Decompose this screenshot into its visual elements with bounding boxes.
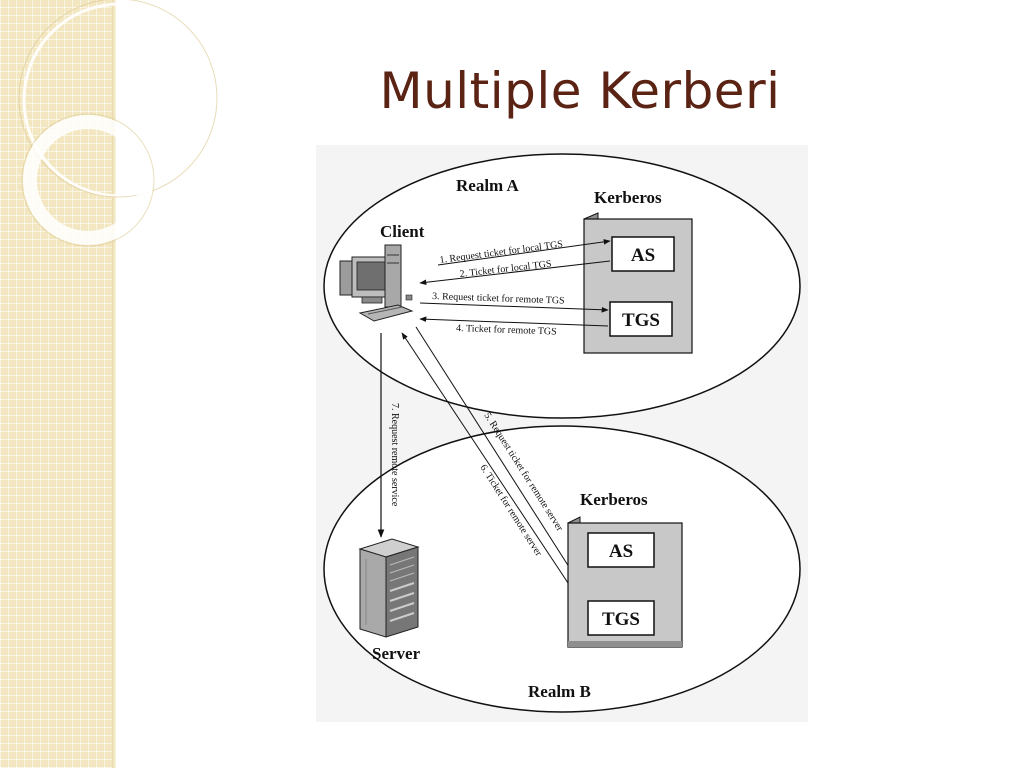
realm-a-as-label: AS	[631, 245, 655, 266]
decorative-rings	[18, 0, 218, 247]
step-4-label: 4. Ticket for remote TGS	[456, 323, 557, 338]
kerberos-diagram: Realm A Kerberos Client AS TGS 1. Reques…	[316, 145, 808, 722]
realm-b-label: Realm B	[528, 682, 591, 701]
step-2-arrow	[419, 260, 611, 286]
step-4-arrow	[419, 316, 609, 327]
realm-a-tgs-box	[609, 301, 673, 337]
client-label: Client	[380, 222, 425, 241]
step-5-arrow	[415, 326, 593, 604]
realm-a-kerberos-label: Kerberos	[594, 188, 662, 207]
realm-a-tgs-label: TGS	[622, 310, 660, 331]
server-tower-icon	[358, 538, 420, 638]
page-title: Multiple Kerberi	[379, 62, 781, 120]
realm-b-as-box	[587, 532, 655, 568]
realm-a-as-box	[611, 236, 675, 272]
client-computer-icon	[339, 244, 414, 322]
realm-b-kerberos-label: Kerberos	[580, 490, 648, 509]
step-6-arrow	[401, 332, 581, 602]
realm-b-as-label: AS	[609, 541, 633, 562]
server-label: Server	[372, 644, 421, 663]
realm-b-tgs-box	[587, 600, 655, 636]
realm-a-label: Realm A	[456, 176, 520, 195]
step-7-label: 7. Request remote service	[389, 403, 400, 507]
step-1-arrow	[437, 239, 611, 266]
step-3-arrow	[419, 302, 609, 313]
step-3-label: 3. Request ticket for remote TGS	[432, 291, 565, 307]
sidebar-edge	[112, 0, 116, 768]
realm-b-tgs-label: TGS	[602, 609, 640, 630]
